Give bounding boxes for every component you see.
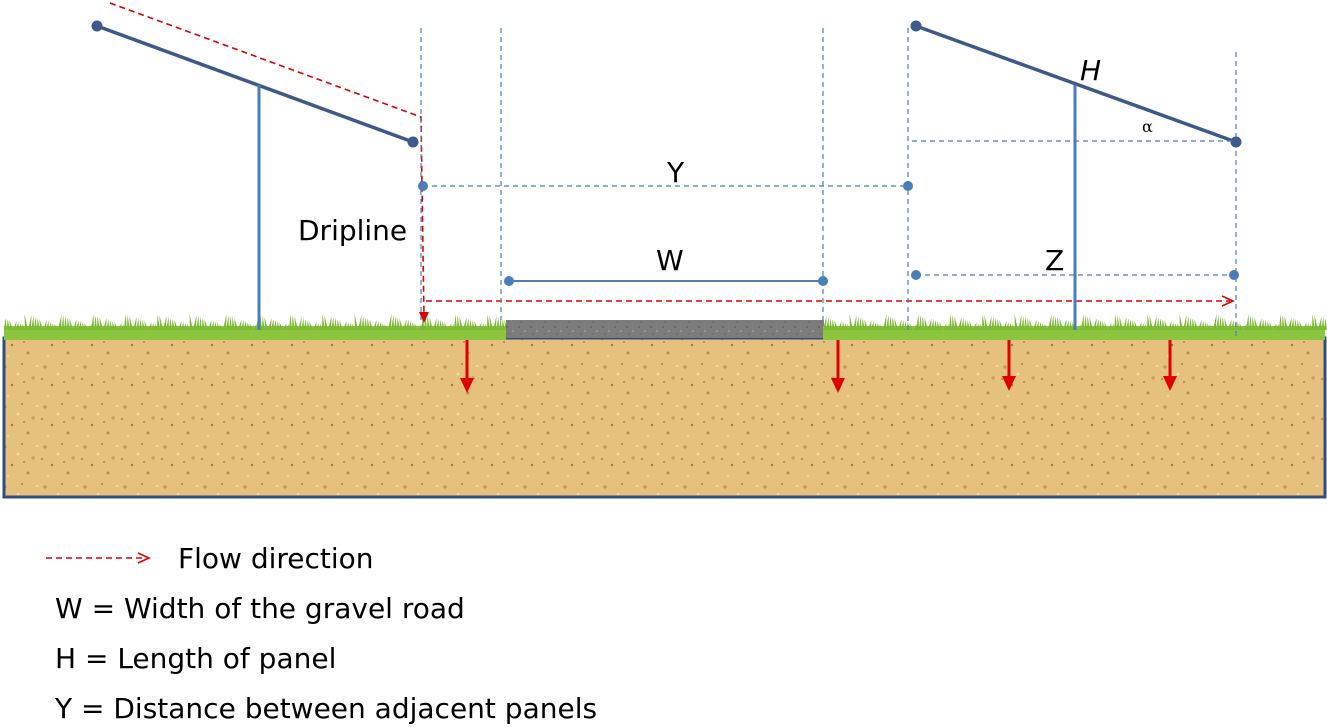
h-label: H [1080, 54, 1101, 87]
w-dim-end [818, 276, 828, 286]
y-dim-end [903, 181, 913, 191]
grass-right [823, 314, 1327, 340]
right-panel-bottom-end [1230, 136, 1242, 148]
left-panel-top-end [91, 20, 103, 32]
infiltration-arrows [460, 340, 1177, 393]
z-dim-end [1229, 270, 1239, 280]
reference-lines [420, 28, 1237, 340]
alpha-label: α [1142, 117, 1153, 136]
gravel-road [506, 320, 824, 338]
w-dim-start [504, 276, 514, 286]
y-dim-start [418, 181, 428, 191]
y-label: Y [666, 156, 685, 189]
w-label: W [656, 244, 684, 277]
flow-arrowhead-down [419, 312, 429, 323]
left-panel [96, 24, 414, 144]
z-label: Z [1045, 244, 1064, 277]
dripline-label: Dripline [298, 214, 407, 247]
flow-line-panel [109, 2, 425, 319]
right-panel [915, 24, 1237, 144]
left-panel-bottom-end [407, 136, 419, 148]
legend-flow-arrowhead [137, 552, 151, 564]
z-dim-start [911, 270, 921, 280]
grass-left [4, 314, 508, 340]
soil-block [2, 336, 1327, 499]
right-panel-top-end [910, 20, 922, 32]
flow-arrowhead-right [1221, 295, 1235, 307]
